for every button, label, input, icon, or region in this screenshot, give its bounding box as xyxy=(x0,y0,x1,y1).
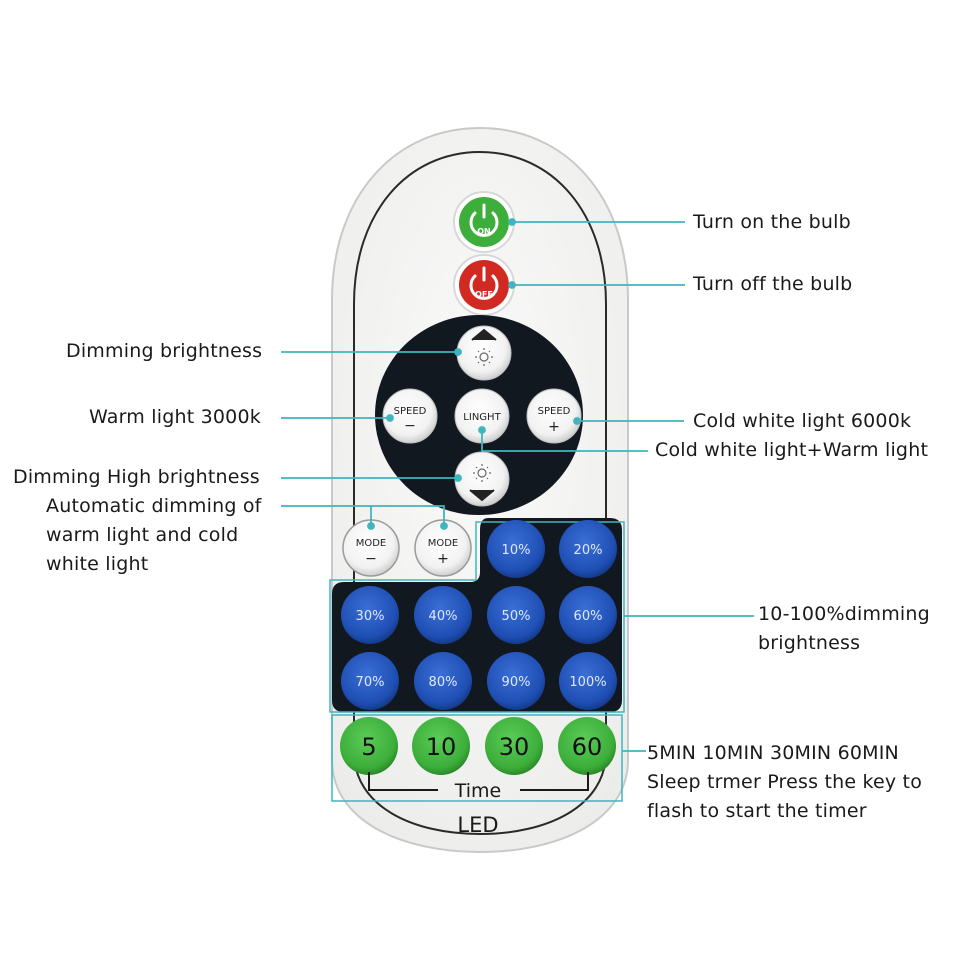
callout-turn-on: Turn on the bulb xyxy=(693,211,851,233)
percent-button-label: 20% xyxy=(574,543,603,558)
time-label: Time xyxy=(454,780,502,802)
power-icon xyxy=(469,266,499,300)
percent-button-label: 80% xyxy=(429,675,458,690)
percent-button-100pct[interactable]: 100% xyxy=(559,652,617,710)
chevron-down-icon xyxy=(469,489,495,502)
percent-button-20pct[interactable]: 20% xyxy=(559,520,617,578)
percent-button-face xyxy=(559,586,617,644)
percent-button-10pct[interactable]: 10% xyxy=(487,520,545,578)
callout-auto-dimming: Automatic dimming of warm light and cold… xyxy=(46,495,262,575)
timer-button-label: 5 xyxy=(361,733,376,761)
mode-plus-label: MODE xyxy=(428,538,459,549)
sun-icon xyxy=(475,348,493,366)
chevron-up-icon xyxy=(471,328,497,341)
percent-panel xyxy=(332,518,622,712)
timer-button-label: 60 xyxy=(572,733,603,761)
speed-plus-label: SPEED xyxy=(538,406,571,417)
off-button-label: OFF xyxy=(475,290,493,299)
timer-button-face xyxy=(485,717,543,775)
percent-button-face xyxy=(487,586,545,644)
percent-button-50pct[interactable]: 50% xyxy=(487,586,545,644)
percent-button-face xyxy=(487,520,545,578)
percent-button-label: 70% xyxy=(356,675,385,690)
callout-dimming-brightness: Dimming brightness xyxy=(66,340,263,362)
callout-turn-off: Turn off the bulb xyxy=(693,273,853,295)
leader-lines xyxy=(281,218,754,752)
percent-buttons: 10% 20% 30% 40% 50% 60% 70% 80% 90% 100% xyxy=(341,520,617,710)
brightness-up-button[interactable] xyxy=(456,325,512,381)
timer-button-10[interactable]: 10 xyxy=(412,717,470,775)
callout-sleep-timer: 5MIN 10MIN 30MIN 60MIN Sleep trmer Press… xyxy=(647,742,923,822)
sun-icon xyxy=(473,464,491,482)
leader-cold-warm xyxy=(481,430,648,452)
remote-inner-outline xyxy=(353,150,607,836)
callout-percent-dimming: 10-100%dimming brightness xyxy=(758,603,930,654)
callout-warm-light: Warm light 3000k xyxy=(89,406,261,428)
callout-dimming-high: Dimming High brightness xyxy=(13,466,260,488)
percent-button-face xyxy=(559,652,617,710)
leader-auto-dimming xyxy=(281,505,445,526)
percent-button-face xyxy=(487,652,545,710)
brightness-down-button[interactable] xyxy=(454,451,510,507)
mode-plus-button[interactable]: MODE + xyxy=(414,519,472,577)
percent-button-label: 40% xyxy=(429,609,458,624)
percent-button-label: 100% xyxy=(569,675,606,690)
timer-button-face xyxy=(558,717,616,775)
on-button-label: ON xyxy=(477,227,491,236)
timer-button-30[interactable]: 30 xyxy=(485,717,543,775)
light-button-label: LINGHT xyxy=(463,412,501,423)
percent-button-face xyxy=(341,652,399,710)
percent-button-70pct[interactable]: 70% xyxy=(341,652,399,710)
mode-minus-label: MODE xyxy=(356,538,387,549)
timer-button-label: 10 xyxy=(426,733,457,761)
percent-button-face xyxy=(414,586,472,644)
time-bracket xyxy=(368,772,589,791)
timer-button-60[interactable]: 60 xyxy=(558,717,616,775)
off-button[interactable]: OFF xyxy=(453,254,515,316)
percent-button-label: 60% xyxy=(574,609,603,624)
percent-button-80pct[interactable]: 80% xyxy=(414,652,472,710)
power-icon xyxy=(469,203,499,237)
callout-cold-warm: Cold white light+Warm light xyxy=(655,439,929,461)
plus-sign: + xyxy=(548,419,560,435)
timer-highlight-box xyxy=(331,714,623,802)
percent-button-30pct[interactable]: 30% xyxy=(341,586,399,644)
percent-button-90pct[interactable]: 90% xyxy=(487,652,545,710)
percent-button-60pct[interactable]: 60% xyxy=(559,586,617,644)
timer-buttons: 5 10 30 60 xyxy=(340,717,616,775)
timer-button-face xyxy=(340,717,398,775)
speed-plus-button[interactable]: SPEED + xyxy=(526,388,582,444)
speed-minus-button[interactable]: SPEED − xyxy=(382,388,438,444)
percent-highlight-box xyxy=(329,521,625,713)
percent-button-face xyxy=(341,586,399,644)
percent-button-label: 90% xyxy=(502,675,531,690)
timer-button-face xyxy=(412,717,470,775)
on-button[interactable]: ON xyxy=(453,191,515,253)
minus-sign: − xyxy=(404,418,416,434)
percent-button-label: 50% xyxy=(502,609,531,624)
callout-cold-light: Cold white light 6000k xyxy=(693,410,912,432)
percent-button-face xyxy=(414,652,472,710)
brand-label: LED xyxy=(457,813,498,837)
plus-sign: + xyxy=(437,551,449,567)
percent-button-face xyxy=(559,520,617,578)
percent-button-40pct[interactable]: 40% xyxy=(414,586,472,644)
speed-minus-label: SPEED xyxy=(394,406,427,417)
minus-sign: − xyxy=(365,551,377,567)
percent-button-label: 30% xyxy=(356,609,385,624)
timer-button-5[interactable]: 5 xyxy=(340,717,398,775)
percent-button-label: 10% xyxy=(502,543,531,558)
timer-button-label: 30 xyxy=(499,733,530,761)
